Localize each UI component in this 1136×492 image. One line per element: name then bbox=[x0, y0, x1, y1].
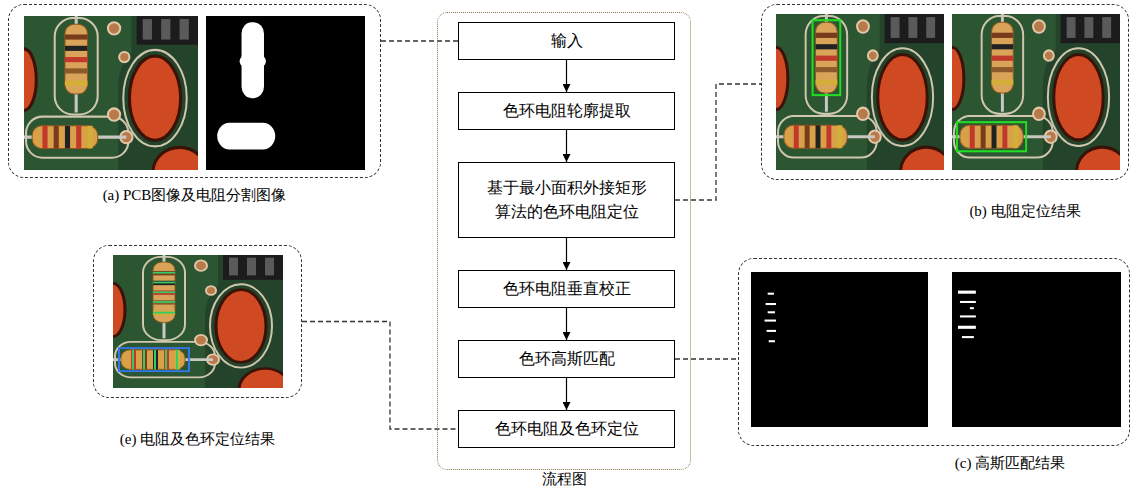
gaussian-match-image bbox=[952, 272, 1121, 427]
process-box: 色环电阻轮廓提取 bbox=[458, 92, 675, 130]
leader-line bbox=[675, 84, 761, 200]
step-label: 色环电阻及色环定位 bbox=[495, 417, 639, 441]
figure-panel: (c) 高斯匹配结果 bbox=[738, 258, 1130, 446]
figure-panel: (e) 电阻及色环定位结果 bbox=[93, 245, 302, 398]
caption-holder: (e) 电阻及色环定位结果 bbox=[94, 431, 301, 448]
figure-panel: (b) 电阻定位结果 bbox=[761, 4, 1129, 180]
process-box: 基于最小面积外接矩形算法的色环电阻定位 bbox=[458, 162, 675, 238]
process-box: 输入 bbox=[458, 22, 675, 60]
caption-holder: (b) 电阻定位结果 bbox=[842, 203, 1136, 220]
caption-holder: (a) PCB图像及电阻分割图像 bbox=[9, 187, 380, 204]
flow-arrow bbox=[566, 238, 567, 270]
step-label: 基于最小面积外接矩形算法的色环电阻定位 bbox=[483, 176, 650, 224]
process-box: 色环电阻垂直校正 bbox=[458, 270, 675, 308]
caption-holder: (c) 高斯匹配结果 bbox=[815, 455, 1136, 472]
step-label: 色环电阻垂直校正 bbox=[503, 277, 631, 301]
flow-arrow bbox=[566, 378, 567, 410]
flowchart-frame: 输入色环电阻轮廓提取基于最小面积外接矩形算法的色环电阻定位色环电阻垂直校正色环高… bbox=[437, 12, 691, 470]
process-box: 色环高斯匹配 bbox=[458, 340, 675, 378]
panel-caption: (c) 高斯匹配结果 bbox=[955, 455, 1065, 471]
pcb-photo bbox=[12, 16, 206, 197]
leader-line bbox=[675, 358, 738, 359]
panel-caption: (e) 电阻及色环定位结果 bbox=[120, 431, 275, 447]
flow-arrow bbox=[566, 130, 567, 162]
step-label: 色环高斯匹配 bbox=[519, 347, 615, 371]
panel-caption: (a) PCB图像及电阻分割图像 bbox=[103, 187, 287, 203]
pcb-photo bbox=[764, 14, 952, 197]
flow-arrow bbox=[566, 60, 567, 92]
leader-line bbox=[381, 40, 458, 41]
figure-panel: (a) PCB图像及电阻分割图像 bbox=[8, 4, 381, 178]
panel-caption: 流程图 bbox=[542, 471, 587, 487]
pcb-photo bbox=[940, 14, 1128, 197]
panel-caption: (b) 电阻定位结果 bbox=[969, 203, 1080, 219]
step-label: 色环电阻轮廓提取 bbox=[503, 99, 631, 123]
segmentation-mask bbox=[206, 16, 365, 170]
step-label: 输入 bbox=[551, 29, 583, 53]
flow-arrow bbox=[566, 308, 567, 340]
process-box: 色环电阻及色环定位 bbox=[458, 410, 675, 448]
pcb-photo bbox=[101, 255, 291, 411]
leader-line bbox=[302, 322, 458, 430]
gaussian-match-image bbox=[751, 272, 928, 427]
caption-holder: 流程图 bbox=[438, 471, 690, 488]
